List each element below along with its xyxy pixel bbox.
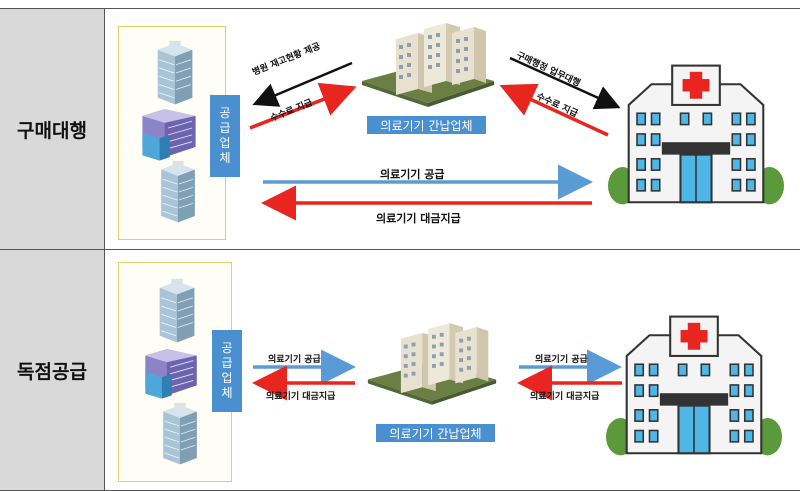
vendor-tag: 공급업체 <box>210 95 240 177</box>
row-label-exclusive-supply: 독점공급 <box>0 250 104 490</box>
hospital-stock-info-arrow <box>252 61 353 107</box>
supply-right-label: 의료기기 공급 <box>535 355 588 365</box>
fee-payment-right-arrow <box>499 83 609 137</box>
table-row-divider <box>0 249 800 250</box>
purchase-admin-arrow <box>509 56 621 110</box>
apartment-building-icon <box>362 23 494 107</box>
intermediary-label: 의료기기 간납업체 <box>367 116 486 134</box>
supply-left-label: 의료기기 공급 <box>268 355 321 365</box>
device-supply-label: 의료기기 공급 <box>380 168 445 181</box>
table-column-divider <box>104 8 105 491</box>
office-building-icon <box>141 40 197 223</box>
fee-payment-left-arrow <box>249 82 357 130</box>
apartment-building-icon <box>367 323 497 405</box>
office-building-icon <box>144 278 198 465</box>
row-label-purchase-agency: 구매대행 <box>0 9 104 249</box>
table-top-border <box>0 8 800 9</box>
hospital-icon <box>606 315 782 457</box>
intermediary-label: 의료기기 간납업체 <box>376 424 495 442</box>
payment-left-label: 의료기기 대금지급 <box>266 392 336 402</box>
payment-right-label: 의료기기 대금지급 <box>530 392 600 402</box>
hospital-icon <box>608 64 784 206</box>
device-payment-label: 의료기기 대금지급 <box>376 212 461 225</box>
vendor-tag: 공급업체 <box>212 330 242 412</box>
